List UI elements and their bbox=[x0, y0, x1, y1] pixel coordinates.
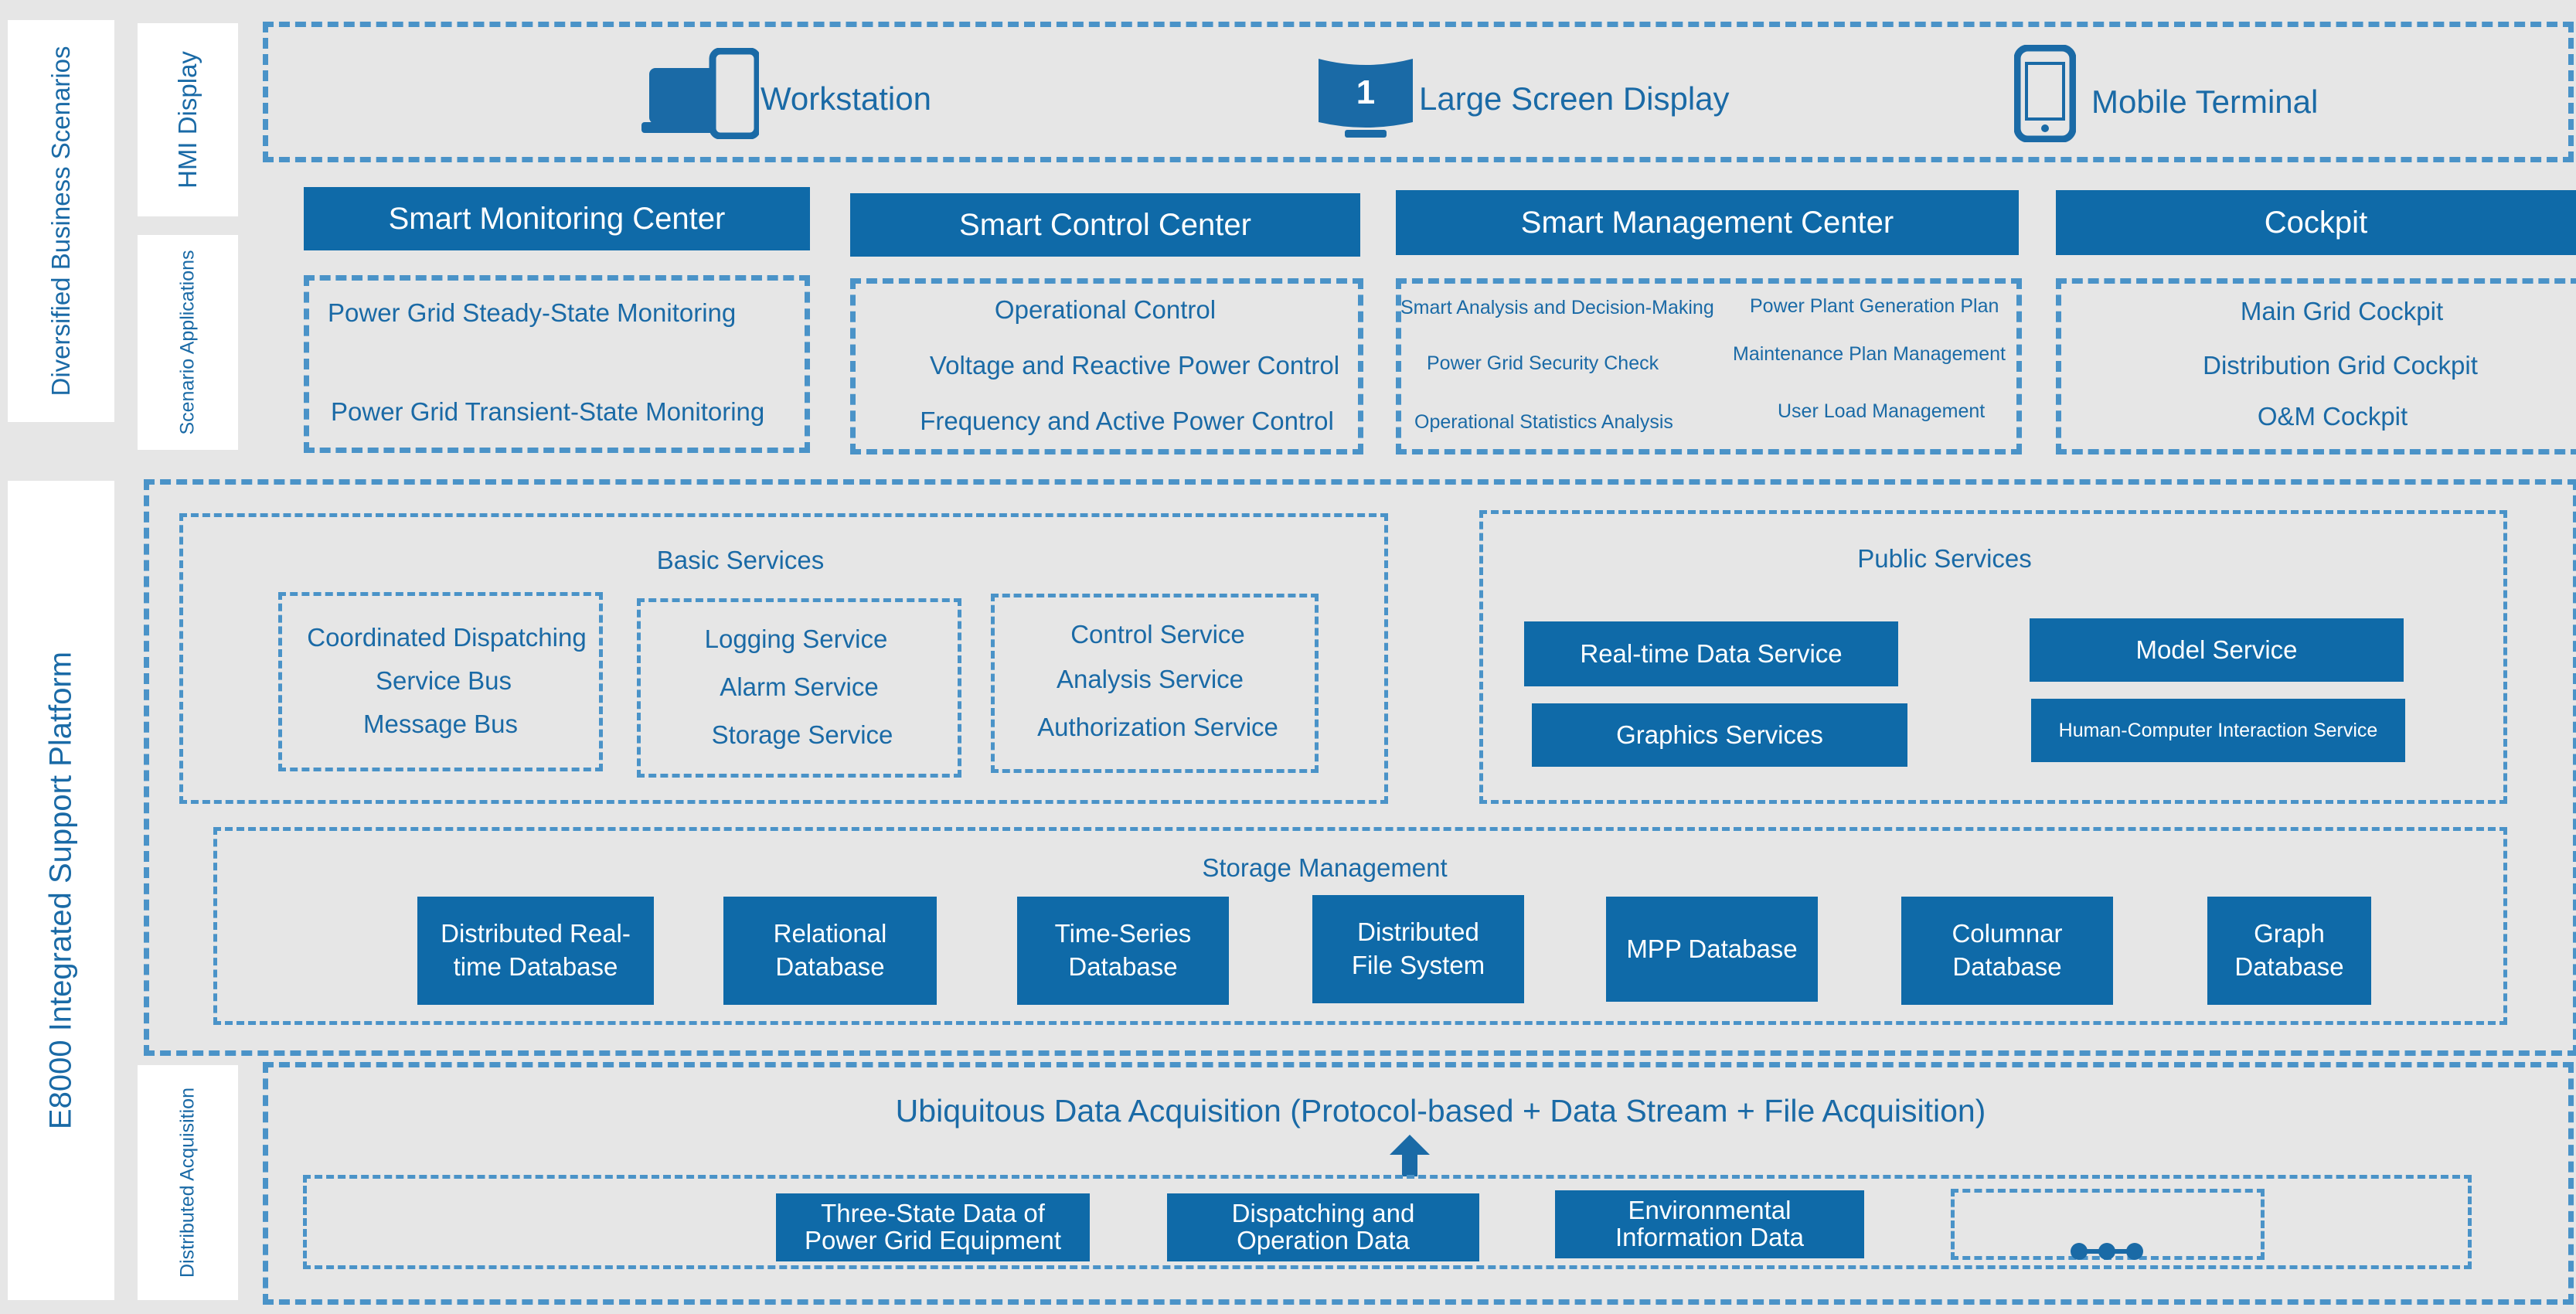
model-service: Model Service bbox=[2030, 618, 2404, 682]
platform-outer-box bbox=[144, 479, 2576, 1056]
cockpit-item: Main Grid Cockpit bbox=[2240, 297, 2444, 325]
scenario-applications-label: Scenario Applications bbox=[176, 250, 199, 435]
diversified-scenarios-label: Diversified Business Scenarios bbox=[46, 46, 75, 397]
basic-service-item: Logging Service bbox=[704, 625, 888, 653]
acquisition-title: Ubiquitous Data Acquisition (Protocol-ba… bbox=[895, 1093, 1986, 1128]
basic-service-item: Alarm Service bbox=[720, 672, 879, 701]
basic-services-group-3 bbox=[991, 594, 1319, 773]
basic-services-box bbox=[179, 513, 1388, 804]
basic-services-group-1 bbox=[278, 592, 603, 771]
management-item: Power Grid Security Check bbox=[1427, 352, 1659, 374]
public-services-box bbox=[1479, 510, 2507, 804]
cockpit-item: O&M Cockpit bbox=[2257, 402, 2408, 431]
storage-item: Distributed Real-time Database bbox=[417, 897, 654, 1005]
platform-label: E8000 Integrated Support Platform bbox=[43, 651, 78, 1130]
basic-services-title: Basic Services bbox=[656, 546, 825, 574]
smart-monitoring-center-box bbox=[304, 275, 810, 453]
smart-control-center-header: Smart Control Center bbox=[850, 193, 1360, 257]
acquisition-outer-box bbox=[263, 1062, 2574, 1305]
storage-management-title: Storage Management bbox=[1202, 853, 1448, 882]
management-item: Power Plant Generation Plan bbox=[1750, 295, 1999, 317]
hmi-display-row bbox=[263, 22, 2574, 162]
basic-service-item: Coordinated Dispatching bbox=[307, 623, 587, 652]
diversified-scenarios-panel: Diversified Business Scenarios bbox=[8, 20, 114, 422]
storage-item: MPP Database bbox=[1606, 897, 1818, 1002]
large-screen-label: Large Screen Display bbox=[1419, 80, 1730, 117]
storage-management-box bbox=[213, 827, 2507, 1025]
smart-control-center-box bbox=[850, 278, 1363, 454]
management-item: Operational Statistics Analysis bbox=[1414, 411, 1673, 433]
real-time-data-service: Real-time Data Service bbox=[1524, 621, 1898, 686]
platform-panel: E8000 Integrated Support Platform bbox=[8, 481, 114, 1300]
control-item: Operational Control bbox=[994, 295, 1217, 324]
hmi-display-panel: HMI Display bbox=[138, 23, 238, 216]
graphics-services: Graphics Services bbox=[1532, 703, 1907, 767]
basic-service-item: Storage Service bbox=[711, 720, 893, 749]
acquisition-sources-box bbox=[303, 1175, 2472, 1269]
large-screen-icon: 1 bbox=[1319, 59, 1413, 138]
monitoring-item: Power Grid Steady-State Monitoring bbox=[328, 298, 737, 327]
mobile-terminal-icon bbox=[2014, 45, 2076, 142]
workstation-icon bbox=[641, 48, 759, 139]
cockpit-box bbox=[2056, 278, 2576, 454]
distributed-acquisition-panel: Distributed Acquisition bbox=[138, 1065, 238, 1300]
human-computer-interaction-service: Human-Computer Interaction Service bbox=[2031, 699, 2405, 762]
basic-services-group-2 bbox=[637, 598, 961, 778]
smart-management-center-box bbox=[1396, 278, 2022, 454]
mobile-terminal-label: Mobile Terminal bbox=[2091, 83, 2319, 120]
basic-service-item: Control Service bbox=[1070, 620, 1245, 648]
ellipsis-icon bbox=[2071, 1243, 2143, 1260]
distributed-acquisition-label: Distributed Acquisition bbox=[176, 1088, 199, 1278]
up-arrow-icon bbox=[1390, 1135, 1430, 1176]
cockpit-item: Distribution Grid Cockpit bbox=[2203, 351, 2478, 380]
basic-service-item: Message Bus bbox=[363, 710, 518, 738]
management-item: User Load Management bbox=[1778, 400, 1986, 422]
management-item: Maintenance Plan Management bbox=[1733, 343, 2006, 365]
control-item: Voltage and Reactive Power Control bbox=[929, 351, 1340, 380]
public-services-title: Public Services bbox=[1857, 544, 2032, 573]
basic-service-item: Authorization Service bbox=[1037, 713, 1278, 741]
management-item: Smart Analysis and Decision-Making bbox=[1400, 297, 1714, 318]
basic-service-item: Analysis Service bbox=[1056, 665, 1244, 693]
smart-monitoring-center-header: Smart Monitoring Center bbox=[304, 187, 810, 250]
control-item: Frequency and Active Power Control bbox=[920, 407, 1334, 435]
workstation-label: Workstation bbox=[761, 80, 931, 117]
cockpit-header: Cockpit bbox=[2056, 190, 2576, 255]
smart-management-center-header: Smart Management Center bbox=[1396, 190, 2019, 255]
hmi-display-label: HMI Display bbox=[173, 51, 202, 189]
large-screen-icon-number: 1 bbox=[1356, 73, 1375, 111]
monitoring-item: Power Grid Transient-State Monitoring bbox=[331, 397, 765, 426]
scenario-applications-panel: Scenario Applications bbox=[138, 235, 238, 450]
basic-service-item: Service Bus bbox=[375, 666, 512, 695]
